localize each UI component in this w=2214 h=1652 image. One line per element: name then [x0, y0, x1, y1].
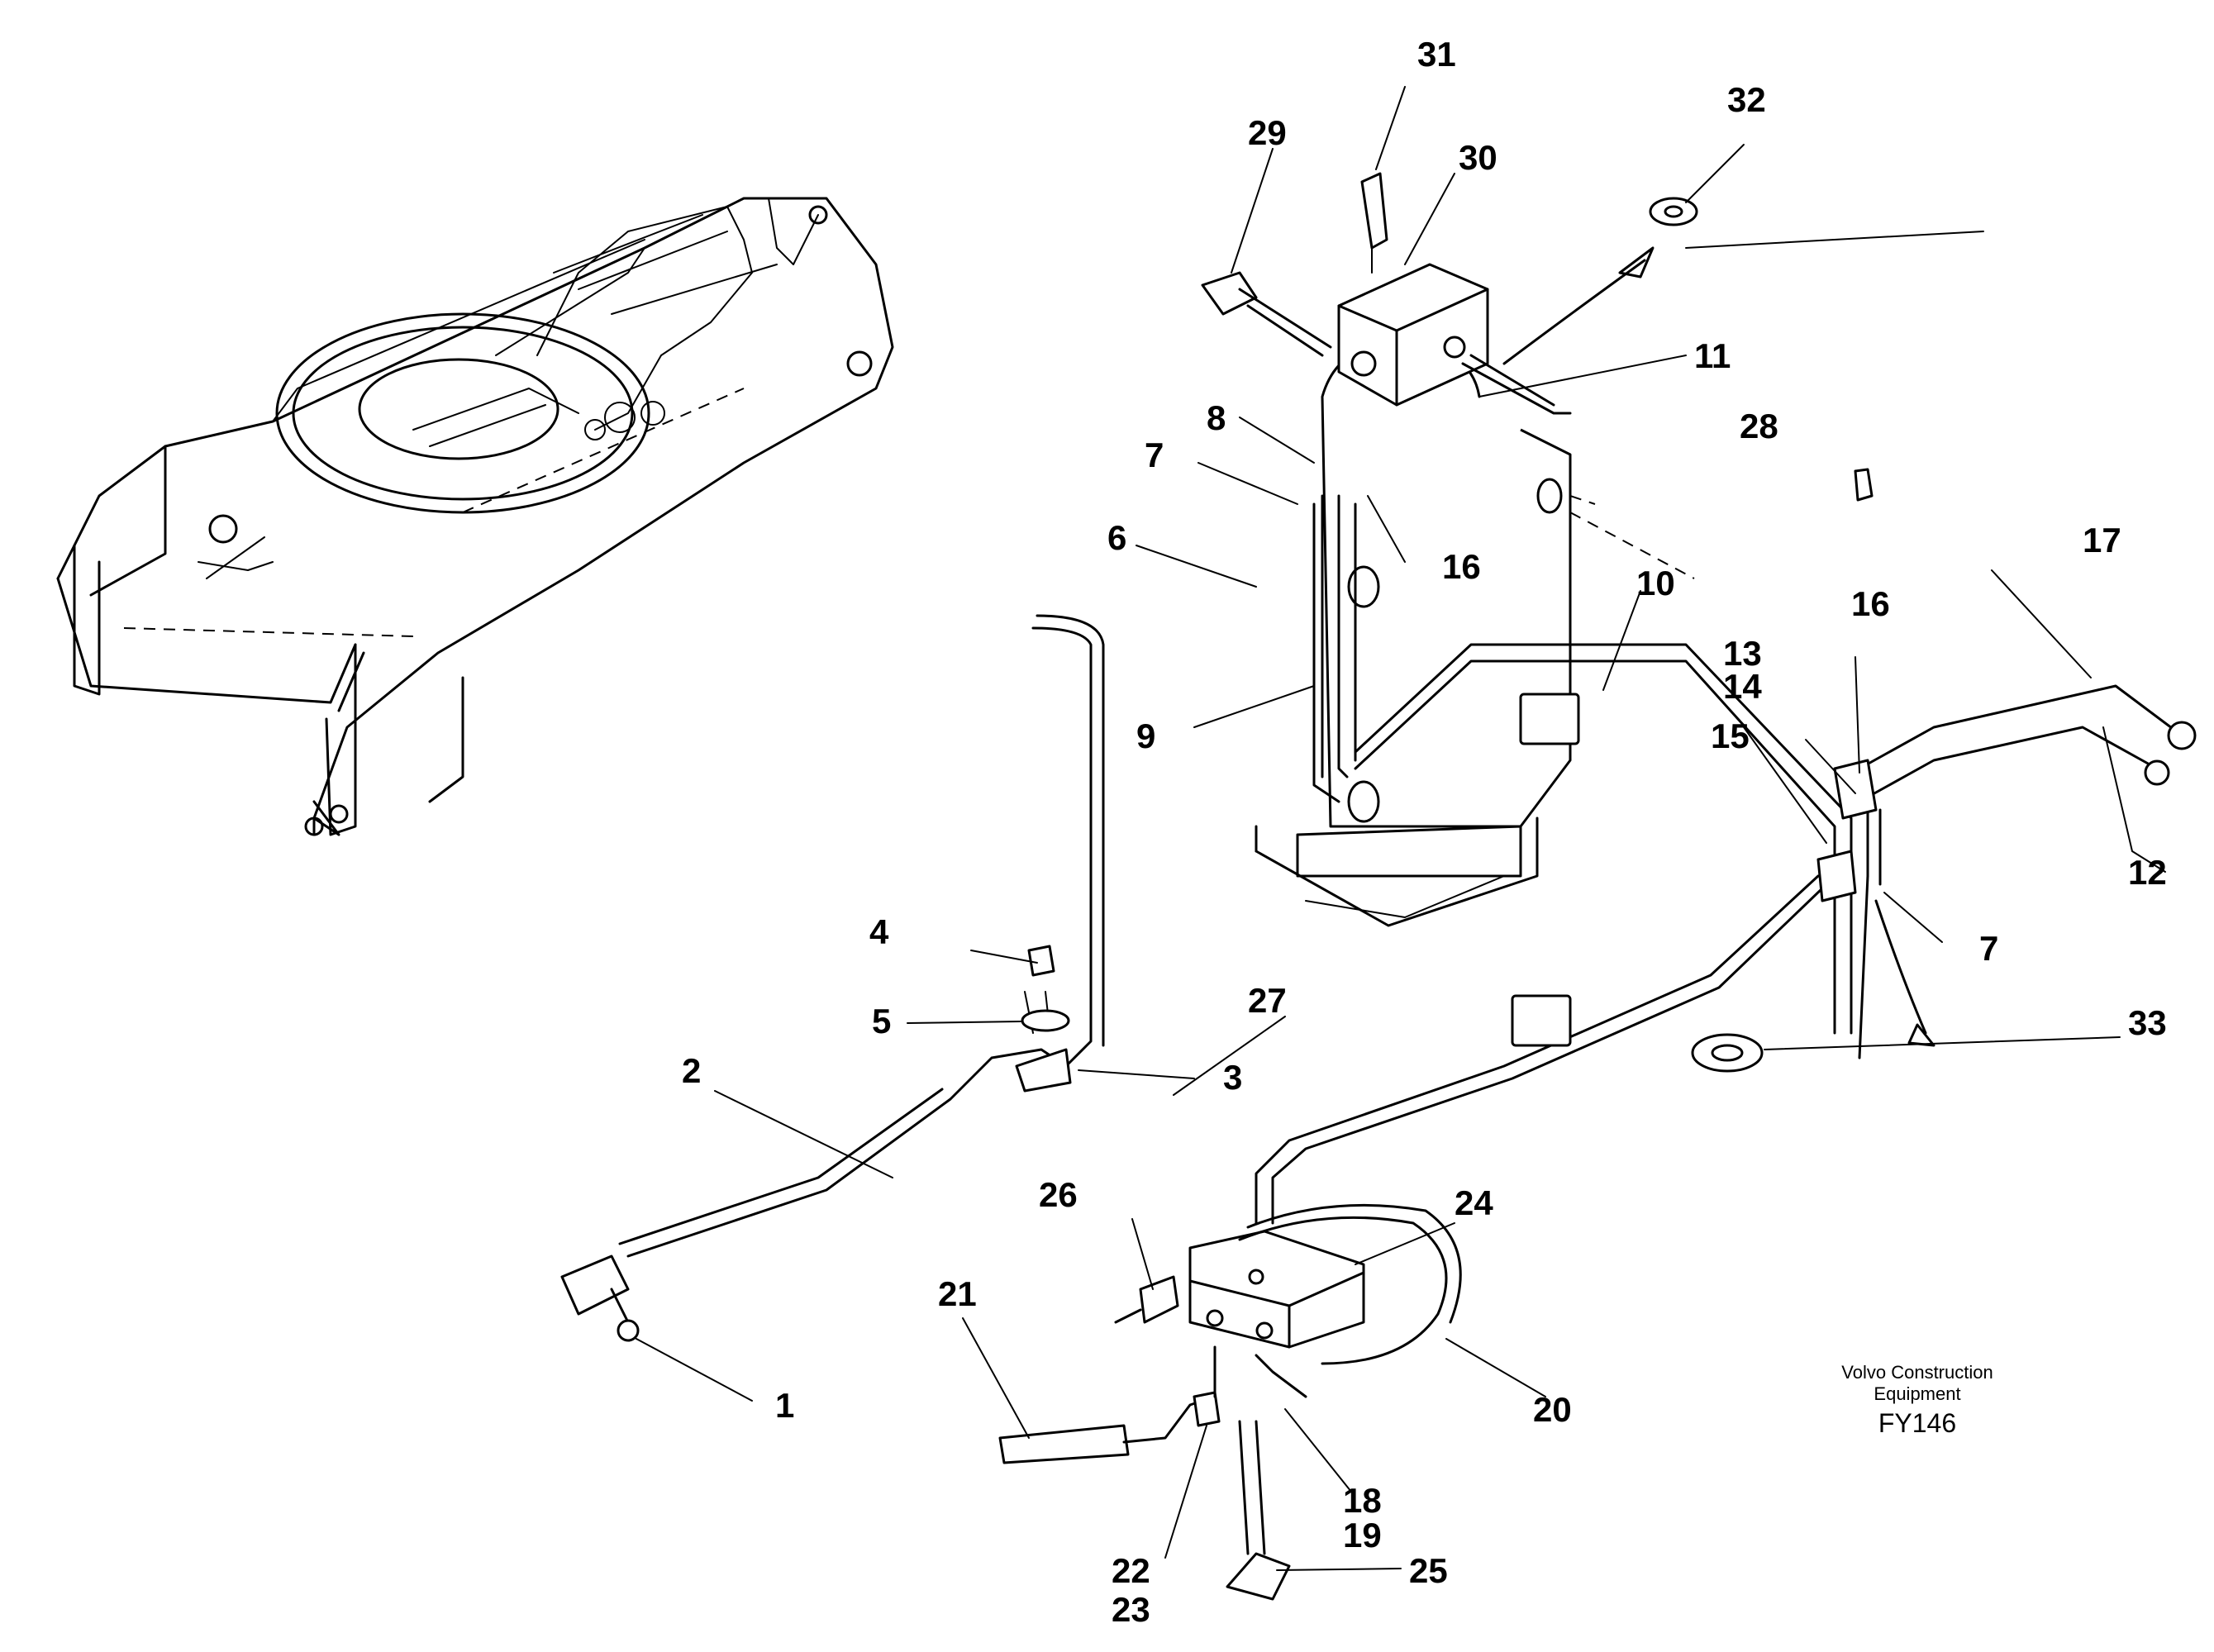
credit-line-2: Equipment [1874, 1383, 1961, 1404]
callout-21: 21 [938, 1274, 977, 1313]
callout-8: 8 [1207, 398, 1226, 437]
credit-line-1: Volvo Construction [1841, 1362, 1993, 1383]
callout-10: 10 [1636, 564, 1675, 602]
callout-13: 13 [1723, 634, 1762, 673]
callout-4: 4 [869, 912, 889, 951]
callout-22: 22 [1112, 1551, 1150, 1590]
callout-31: 31 [1417, 35, 1456, 74]
callout-11: 11 [1694, 336, 1731, 375]
callout-27: 27 [1248, 981, 1287, 1020]
callout-17: 17 [2083, 521, 2121, 559]
swivel-joint-assembly [1255, 263, 1695, 927]
callout-23: 23 [1112, 1590, 1150, 1629]
upper-frame-overview [56, 197, 894, 836]
callout-18: 18 [1343, 1481, 1382, 1520]
callout-3: 3 [1223, 1058, 1242, 1097]
fittings-top [1201, 172, 1874, 1073]
callout-15: 15 [1711, 717, 1750, 755]
callout-9: 9 [1136, 717, 1155, 755]
hydraulic-lines [618, 354, 2197, 1258]
callout-16: 16 [1851, 584, 1890, 623]
callout-24: 24 [1455, 1183, 1493, 1222]
callout-12: 12 [2128, 853, 2167, 892]
callout-16-mid: 16 [1442, 547, 1481, 586]
callout-labels: 1 2 3 4 5 6 7 8 9 10 11 12 13 14 15 16 1… [682, 35, 2167, 1629]
callout-26: 26 [1039, 1175, 1078, 1214]
valve-block-lower [560, 945, 1462, 1601]
callout-32: 32 [1727, 80, 1766, 119]
callout-1: 1 [775, 1386, 794, 1425]
callout-20: 20 [1533, 1390, 1572, 1429]
callout-30: 30 [1459, 138, 1497, 177]
callout-5: 5 [872, 1002, 891, 1040]
callout-29: 29 [1248, 113, 1287, 152]
callout-14: 14 [1723, 667, 1762, 706]
callout-25: 25 [1409, 1551, 1448, 1590]
callout-2: 2 [682, 1051, 701, 1090]
callout-19: 19 [1343, 1516, 1382, 1554]
figure-code: FY146 [1878, 1408, 1957, 1438]
callout-28: 28 [1740, 407, 1778, 445]
callout-6: 6 [1107, 518, 1126, 557]
callout-7-lower: 7 [1979, 929, 1998, 968]
callout-33: 33 [2128, 1003, 2167, 1042]
callout-7: 7 [1145, 436, 1164, 474]
figure-credit: Volvo Construction Equipment FY146 [1752, 1362, 2083, 1440]
leader-lines [636, 86, 2166, 1571]
